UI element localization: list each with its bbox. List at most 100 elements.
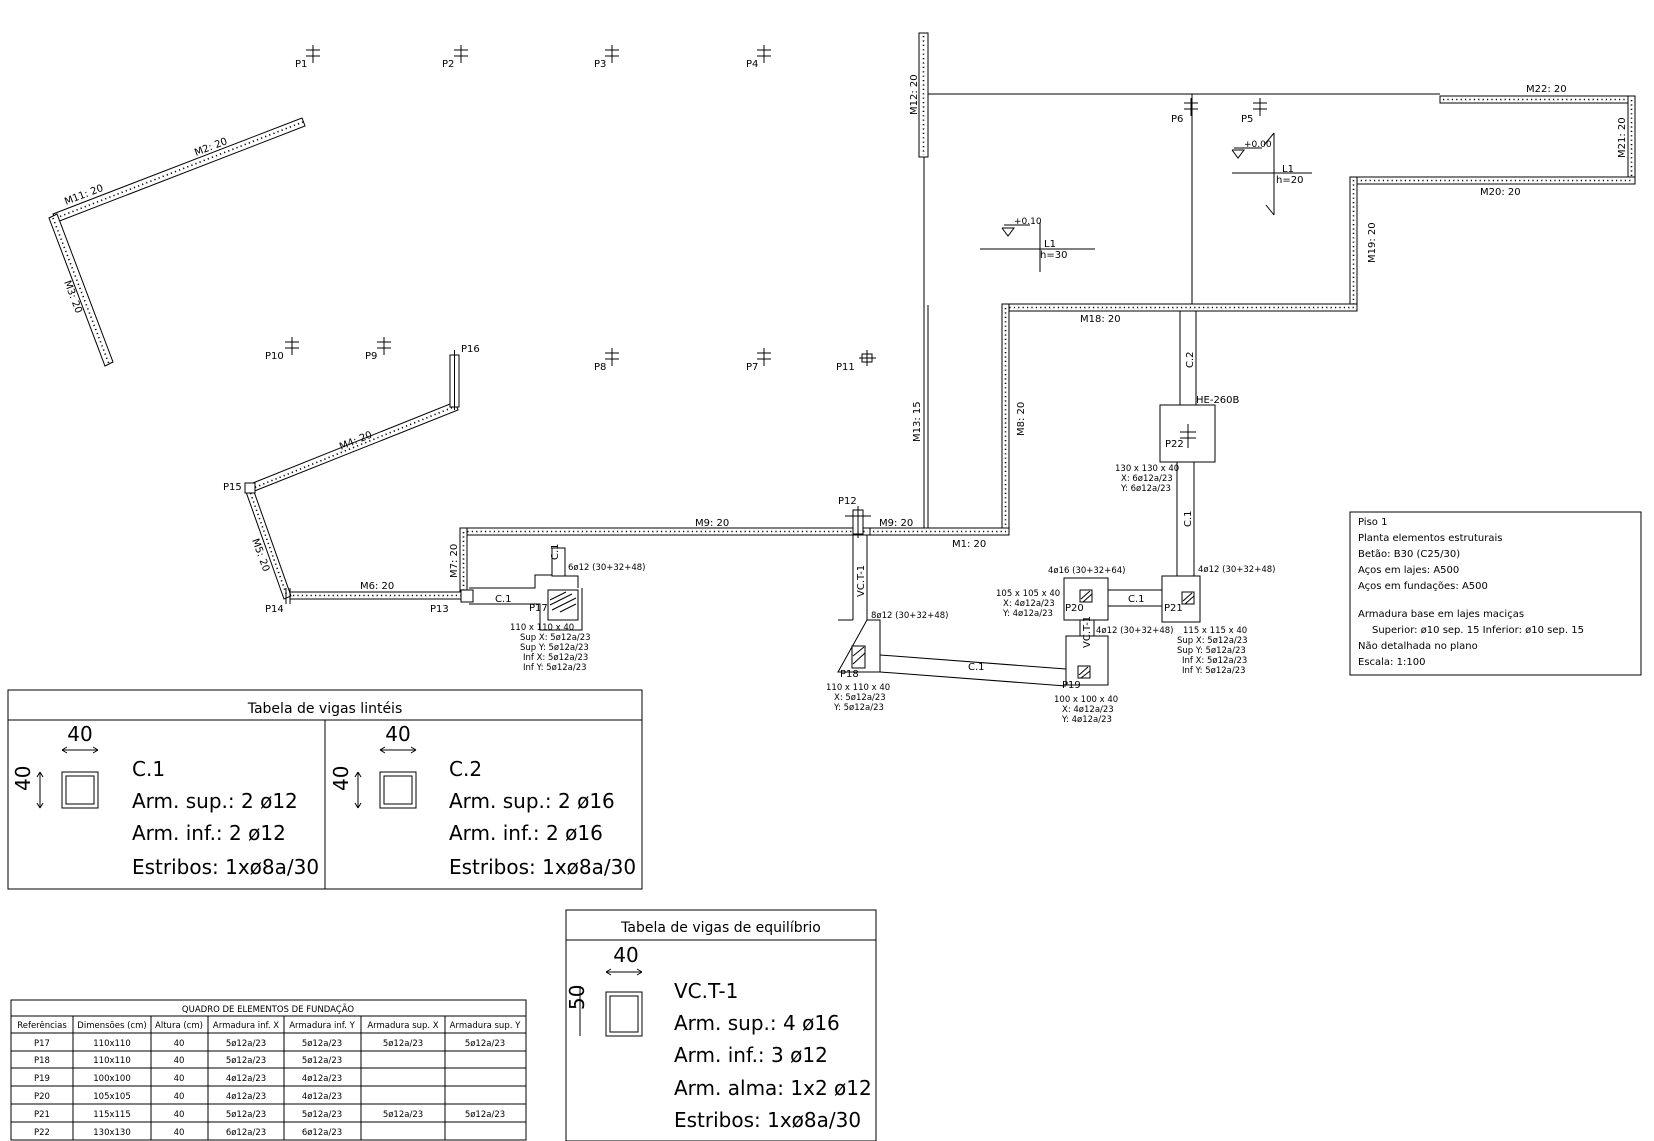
slab-name: L1 [1044, 239, 1056, 250]
table-cell: P17 [34, 1039, 50, 1049]
foundation-p21: P21 4ø12 (30+32+48) 115 x 115 x 40 Sup X… [1161, 565, 1275, 676]
foundation-rebar: 4ø12 (30+32+48) [1198, 565, 1275, 575]
notes-line: Não detalhada no plano [1358, 641, 1478, 652]
foundation-rebar-line: X: 4ø12a/23 [1003, 599, 1055, 609]
table-cell: 5ø12a/23 [302, 1039, 342, 1049]
table-cell: 5ø12a/23 [302, 1110, 342, 1120]
beam-name: C.2 [449, 757, 482, 781]
table-cell: 6ø12a/23 [302, 1128, 342, 1138]
table-cell: 5ø12a/23 [465, 1110, 505, 1120]
table-cell: 6ø12a/23 [226, 1128, 266, 1138]
wall-label-m22: M22: 20 [1526, 84, 1567, 95]
pillar-p9: P9 [365, 337, 391, 362]
pillar-p15: P15 [223, 482, 256, 494]
notes-line: Armadura base em lajes maciças [1358, 609, 1524, 620]
foundation-dims: 105 x 105 x 40 [996, 589, 1060, 599]
beam-sup: Arm. sup.: 2 ø12 [132, 789, 298, 813]
pillar-p13: P13 [430, 589, 474, 615]
pillar-label: P15 [223, 482, 242, 493]
foundation-label: P22 [1165, 439, 1184, 450]
table-cell: 40 [174, 1092, 185, 1102]
foundation-label: P20 [1065, 603, 1084, 614]
foundation-p20: P20 4ø16 (30+32+64) 105 x 105 x 40 X: 4ø… [996, 566, 1125, 621]
slab-level: +0.10 [1014, 217, 1042, 227]
foundation-rebar-line: X: 5ø12a/23 [834, 693, 886, 703]
notes-line: Betão: B30 (C25/30) [1358, 549, 1460, 560]
schedule-rows: P17 110x110 40 5ø12a/23 5ø12a/23 5ø12a/23 5ø12… [34, 1039, 505, 1138]
beam-sup: Arm. sup.: 4 ø16 [674, 1011, 840, 1035]
schedule-header: Dimensões (cm) [77, 1021, 146, 1031]
foundation-p18: P18 8ø12 (30+32+48) 110 x 110 x 40 X: 5ø… [826, 611, 948, 713]
pillar-p6: P6 [1171, 98, 1198, 125]
wall-label-m20: M20: 20 [1480, 187, 1521, 198]
schedule-header: Armadura inf. X [213, 1021, 279, 1031]
wall-m9 [459, 527, 871, 536]
table-cell: 40 [174, 1074, 185, 1084]
dim-width: 40 [385, 722, 410, 746]
table-cell: 110x110 [93, 1056, 130, 1066]
foundation-dims: 110 x 110 x 40 [510, 623, 574, 633]
wall-m12 [918, 32, 929, 158]
beam-label-vct1: VC.T-1 [856, 565, 867, 597]
foundation-rebar-line: Sup X: 5ø12a/23 [1177, 636, 1248, 646]
wall-m22 [1439, 95, 1636, 104]
pillar-label: P12 [838, 496, 857, 507]
pillar-label: P10 [265, 351, 284, 362]
foundation-rebar-line: Inf Y: 5ø12a/23 [1182, 666, 1246, 676]
beam-web: Arm. alma: 1x2 ø12 [674, 1076, 872, 1100]
lintel-beams-table: Tabela de vigas lintéis 40 40 C.1 Arm. s… [7, 689, 643, 890]
slab-labels: +0.10 L1 h=30 +0.00 L1 h=20 [1014, 140, 1303, 261]
notes-line: Escala: 1:100 [1358, 657, 1425, 668]
beam-label-c1: C.1 [550, 543, 561, 560]
table-cell: P18 [34, 1056, 50, 1066]
beam-stirrups: Estribos: 1xø8a/30 [674, 1108, 861, 1132]
dim-height: 40 [11, 766, 35, 791]
wall-m2 [52, 117, 306, 223]
wall-label-m7: M7: 20 [449, 544, 460, 578]
pillar-label: P7 [746, 362, 758, 373]
foundation-dims: 100 x 100 x 40 [1054, 695, 1118, 705]
table-cell: 130x130 [93, 1128, 130, 1138]
pillar-label: P4 [746, 59, 758, 70]
table-cell: 5ø12a/23 [226, 1039, 266, 1049]
foundation-rebar-line: Sup Y: 5ø12a/23 [520, 643, 589, 653]
beam-label-c1: C.1 [1128, 594, 1145, 605]
beam-stirrups: Estribos: 1xø8a/30 [132, 855, 319, 879]
pillar-label: P5 [1241, 114, 1253, 125]
foundation-rebar: 4ø16 (30+32+64) [1048, 566, 1125, 576]
pillar-p10: P10 [265, 337, 299, 362]
pillar-p1: P1 [295, 45, 320, 70]
notes-line: Aços em lajes: A500 [1358, 565, 1459, 576]
foundation-rebar-line: Inf Y: 5ø12a/23 [523, 663, 587, 673]
pillar-p8: P8 [594, 348, 619, 373]
wall-label-m19: M19: 20 [1367, 222, 1378, 263]
table-cell: 5ø12a/23 [302, 1056, 342, 1066]
table-cell: P22 [34, 1128, 50, 1138]
pillar-label: P14 [265, 604, 284, 615]
beam-inf: Arm. inf.: 2 ø16 [449, 821, 603, 845]
pillar-p2: P2 [442, 45, 468, 70]
pillar-p16: P16 [461, 344, 480, 355]
pillar-label: P16 [461, 344, 480, 355]
pillar-label: P9 [365, 351, 377, 362]
pillar-p14: P14 [265, 588, 291, 615]
foundation-schedule-table: QUADRO DE ELEMENTOS DE FUNDAÇÃO Referênc… [10, 999, 527, 1141]
foundation-rebar-line: Inf X: 5ø12a/23 [1182, 656, 1247, 666]
table-cell: 4ø12a/23 [226, 1074, 266, 1084]
dim-height: 40 [329, 766, 353, 791]
table-cell: P20 [34, 1092, 50, 1102]
foundation-rebar-line: Sup X: 5ø12a/23 [520, 633, 591, 643]
table-cell: 40 [174, 1039, 185, 1049]
foundation-rebar-line: Y: 6ø12a/23 [1120, 484, 1171, 494]
table-cell: 5ø12a/23 [465, 1039, 505, 1049]
foundation-label: P18 [840, 669, 859, 680]
table-cell: P21 [34, 1110, 50, 1120]
schedule-header: Altura (cm) [155, 1021, 203, 1031]
slab-thickness: h=30 [1040, 250, 1067, 261]
beam-name: C.1 [132, 757, 165, 781]
beam-label-he: HE-260B [1196, 395, 1240, 406]
schedule-header: Armadura sup. X [367, 1021, 438, 1031]
pillar-label: P1 [295, 59, 307, 70]
beam-name: VC.T-1 [674, 979, 738, 1003]
beam-label-c1: C.1 [1183, 510, 1194, 527]
